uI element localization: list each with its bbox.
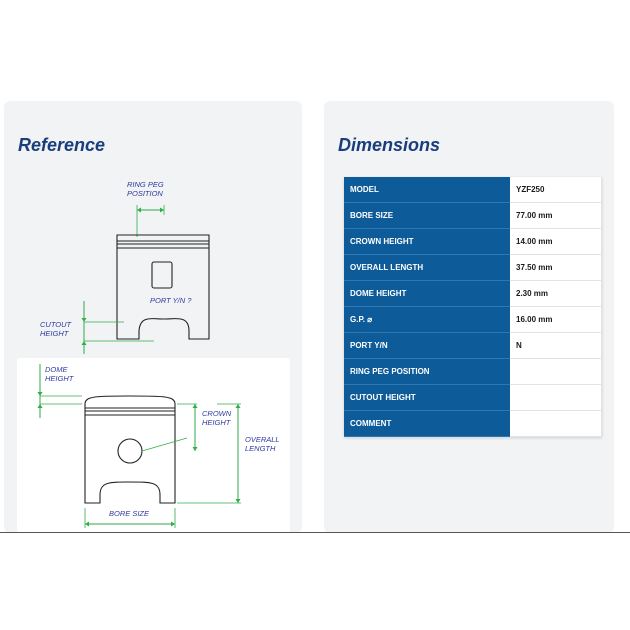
dimension-label: RING PEG POSITION (344, 358, 510, 385)
dimension-value (510, 410, 602, 437)
dimension-value: 16.00 mm (510, 306, 602, 333)
dome-label-2: HEIGHT (45, 374, 75, 383)
dimension-value: 14.00 mm (510, 228, 602, 255)
dimension-value (510, 384, 602, 411)
dimension-value: N (510, 332, 602, 359)
cutout-label-2: HEIGHT (40, 329, 70, 338)
ring-peg-label-2: POSITION (127, 189, 163, 198)
table-row: RING PEG POSITION (344, 358, 602, 385)
dimension-label: MODEL (344, 177, 510, 203)
ring-peg-label-1: RING PEG (127, 180, 164, 189)
overall-label-2: LENGTH (245, 444, 276, 453)
overall-label-1: OVERALL (245, 435, 280, 444)
dimension-label: G.P. ⌀ (344, 306, 510, 333)
piston-dimensions-diagram: DOME HEIGHT CROWN HEIGHT OVERALL LENG (37, 364, 280, 528)
reference-panel: Reference RING PEG POSITION PORT Y/N ? C… (4, 101, 302, 533)
dimension-label: DOME HEIGHT (344, 280, 510, 307)
dimension-label: CROWN HEIGHT (344, 228, 510, 255)
dimension-label: BORE SIZE (344, 202, 510, 229)
dimension-value: 2.30 mm (510, 280, 602, 307)
table-row: CUTOUT HEIGHT (344, 384, 602, 411)
cutout-label-1: CUTOUT (40, 320, 73, 329)
dimensions-title: Dimensions (338, 135, 441, 155)
dimension-value: 77.00 mm (510, 202, 602, 229)
dimension-value: 37.50 mm (510, 254, 602, 281)
dimension-label: COMMENT (344, 410, 510, 437)
dimension-label: CUTOUT HEIGHT (344, 384, 510, 411)
dimension-label: OVERALL LENGTH (344, 254, 510, 281)
dimension-value: YZF250 (510, 177, 602, 203)
crown-label-2: HEIGHT (202, 418, 232, 427)
dimension-value (510, 358, 602, 385)
table-row: COMMENT (344, 410, 602, 437)
dimension-label: PORT Y/N (344, 332, 510, 359)
bore-size-label: BORE SIZE (109, 509, 150, 518)
divider (0, 532, 630, 533)
piston-side-diagram: RING PEG POSITION PORT Y/N ? CUTOUT HEIG… (40, 180, 210, 354)
dome-label-1: DOME (45, 365, 68, 374)
port-label: PORT Y/N ? (150, 296, 192, 305)
table-row: G.P. ⌀16.00 mm (344, 306, 602, 333)
reference-card: DOME HEIGHT CROWN HEIGHT OVERALL LENG (17, 358, 290, 533)
crown-label-1: CROWN (202, 409, 232, 418)
reference-title: Reference (18, 135, 106, 155)
